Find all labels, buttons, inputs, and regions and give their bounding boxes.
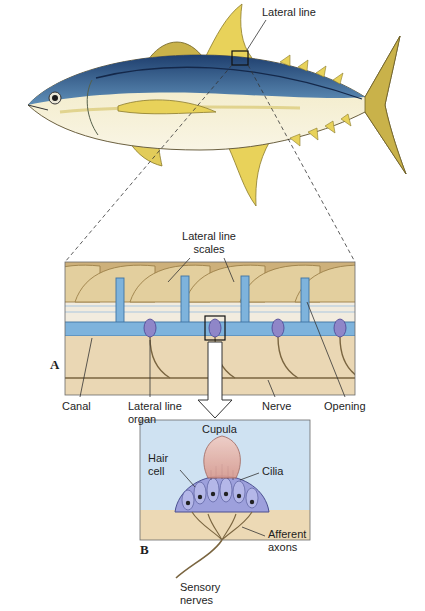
panel-letter: A: [50, 358, 64, 371]
part-label: Cupula: [202, 423, 252, 436]
part-label: Canal: [62, 400, 112, 413]
part-label: Sensory nerves: [180, 581, 240, 607]
zoom-box: [205, 316, 225, 340]
part-label: Afferent axons: [268, 528, 324, 554]
anal-fin: [228, 141, 270, 206]
zoom-arrow: [198, 342, 232, 418]
fish-mouth: [28, 105, 48, 110]
lateral-line: [96, 67, 362, 99]
part-label: Cilia: [262, 465, 302, 478]
leader-lines: [180, 470, 265, 536]
fish-back: [28, 55, 365, 105]
part-label: Lateral line scales: [176, 230, 242, 256]
zoom-box: [232, 51, 248, 65]
fish-body: [28, 36, 406, 174]
part-label: Lateral line: [262, 6, 342, 19]
zoom-line: [248, 65, 355, 262]
gill-cover: [87, 80, 98, 135]
panel-letter: B: [140, 543, 154, 556]
panel-frame: [140, 420, 310, 540]
tail-fin: [365, 36, 406, 174]
fish-eye: [49, 92, 61, 104]
part-label: Opening: [324, 400, 384, 413]
finlets: [280, 55, 351, 146]
leader-line: [247, 20, 266, 50]
part-label: Lateral line organ: [128, 400, 194, 426]
pectoral-fin: [118, 100, 216, 114]
part-label: Nerve: [262, 400, 312, 413]
neuromast-detail: [140, 420, 310, 540]
second-dorsal-fin: [205, 4, 252, 58]
part-label: Hair cell: [148, 452, 184, 478]
fish-pupil: [52, 95, 58, 101]
sensory-nerve: [176, 540, 222, 578]
